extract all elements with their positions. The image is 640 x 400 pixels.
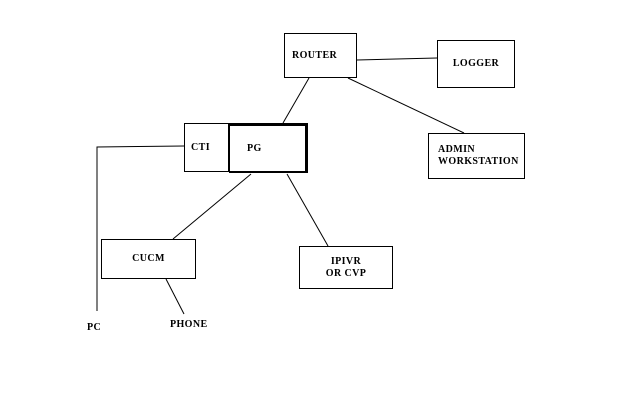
node-label-logger: LOGGER xyxy=(452,58,500,69)
connector-pg-ipivr xyxy=(286,173,329,247)
node-cucm: CUCM xyxy=(101,239,196,279)
node-label-pg: PG xyxy=(247,142,262,154)
connector-router-logger xyxy=(356,57,438,61)
node-label-ipivr-or-cvp: IPIVR OR CVP xyxy=(325,255,367,279)
connector-cucm-phone xyxy=(165,278,185,315)
connector-pg-cucm xyxy=(172,173,252,240)
label-pc: PC xyxy=(87,322,102,333)
node-label-cucm: CUCM xyxy=(132,253,165,264)
node-label-admin-workstation: ADMIN WORKSTATION xyxy=(438,144,519,167)
node-logger: LOGGER xyxy=(437,40,515,88)
node-router: ROUTER xyxy=(284,33,357,78)
node-cti: CTI xyxy=(184,123,229,172)
connector-pc-cti xyxy=(96,145,185,311)
connector-router-pg xyxy=(282,77,310,124)
connector-router-admin xyxy=(347,77,465,134)
node-label-cti: CTI xyxy=(191,141,210,153)
label-phone: PHONE xyxy=(170,319,208,330)
node-label-router: ROUTER xyxy=(292,49,338,61)
node-admin-workstation: ADMIN WORKSTATION xyxy=(428,133,525,179)
node-pg: PG xyxy=(229,123,308,173)
node-ipivr-or-cvp: IPIVR OR CVP xyxy=(299,246,393,289)
